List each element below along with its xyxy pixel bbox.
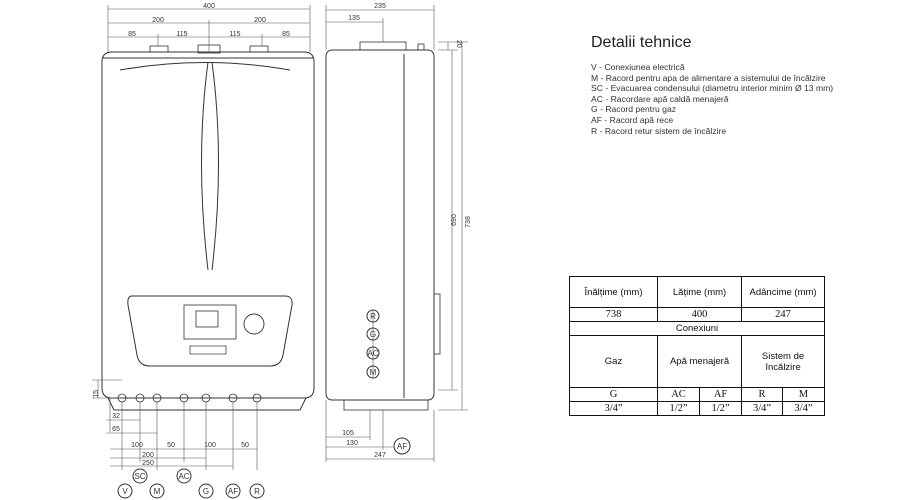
conn-label-V: V [122,487,128,496]
specs-table: Înălțime (mm) Lățime (mm) Adâncime (mm) … [569,276,826,416]
code-ac: AC [656,387,701,402]
dim-side-15: 15 [93,390,100,398]
dim-side-offset: 135 [348,15,360,22]
side-top-flue [359,41,407,51]
brand-logo [189,345,227,355]
legend-item-sc: SC - Evacuarea condensului (diametru int… [591,83,834,94]
value-height: 738 [569,307,658,322]
legend-item-r: R - Racord retur sistem de încălzire [591,125,727,136]
front-view: 400 200 200 85 115 115 85 15 32 65 100 5… [92,3,315,499]
conn-title: Conexiuni [569,321,825,336]
connection-legend: V - Conexiunea electrică M - Racord pent… [591,62,841,136]
control-panel [127,295,293,367]
side-body-outline [325,49,435,401]
value-depth: 247 [741,307,825,322]
dim-side-b1: 105 [342,430,354,437]
size-m: 3/4” [781,401,826,416]
side-conn-label-AC: AC [367,349,378,358]
code-r: R [741,387,783,402]
legend-item-v: V - Conexiunea electrică [591,62,685,72]
dim-half-left: 200 [152,17,164,24]
dim-bottom-100-b: 100 [204,442,216,449]
code-af: AF [699,387,743,402]
control-knob [243,313,265,335]
dim-bottom-250: 250 [142,460,154,467]
dim-value-row: 738 400 247 [569,307,825,322]
dim-seg-4: 85 [282,31,290,38]
dim-side-height-inner: 690 [451,214,458,226]
conn-label-G: G [203,487,209,496]
conn-code-row: G AC AF R M [569,387,826,402]
conn-label-AC: AC [178,472,189,481]
conn-header-row: Gaz Apă menajeră Sistem de încălzire [569,335,825,388]
size-g: 3/4” [569,401,658,416]
dim-bottom-100-a: 100 [131,442,143,449]
code-m: M [781,387,826,402]
conn-label-M: M [154,487,161,496]
conn-size-row: 3/4” 1/2” 1/2” 3/4” 3/4” [569,401,826,416]
conn-header-dhw: Apă menajeră [656,335,743,388]
conn-title-row: Conexiuni [569,321,825,336]
dim-side-b3: 247 [374,452,386,459]
legend-item-m: M - Racord pentru apa de alimentare a si… [591,72,826,83]
dim-side-top-gap: 20 [455,40,462,48]
header-height: Înălțime (mm) [569,276,658,308]
conn-label-R: R [254,487,260,496]
side-view: 235 135 20 690 738 R G AC M AF [325,3,472,462]
front-door-curve [119,62,291,71]
dim-side-b2: 130 [346,440,358,447]
dim-bottom-200: 200 [142,452,154,459]
size-ac: 1/2” [656,401,701,416]
legend-item-ac: AC - Racordare apă caldă menajeră [591,93,729,104]
code-g: G [569,387,658,402]
side-conn-label-G: G [370,330,376,339]
dim-side-32: 32 [112,413,120,420]
size-r: 3/4” [741,401,783,416]
dim-seg-2: 115 [176,31,187,38]
size-af: 1/2” [699,401,743,416]
conn-header-gas: Gaz [569,335,658,388]
conn-header-heating: Sistem de încălzire [741,335,825,388]
dim-half-right: 200 [254,17,266,24]
dim-side-65: 65 [112,426,120,433]
header-depth: Adâncime (mm) [741,276,825,308]
dim-seg-3: 115 [229,31,240,38]
side-conn-label-M: M [370,368,377,377]
side-conn-label-R: R [370,312,376,321]
conn-label-SC: SC [134,472,145,481]
front-connector-labels: V SC M AC G AF R [117,468,265,499]
side-conn-label-AF: AF [397,442,407,451]
page-title: Detalii tehnice [591,34,692,51]
dim-side-height-total: 738 [465,216,472,228]
value-width: 400 [656,307,743,322]
legend-item-g: G - Racord pentru gaz [591,104,677,115]
header-width: Lățime (mm) [656,276,743,308]
dim-side-depth-top: 235 [374,3,386,10]
dim-bottom-50-a: 50 [167,442,175,449]
side-connector-labels: R G AC M AF [366,309,411,455]
display-screen [183,304,237,340]
dim-width-total: 400 [203,3,215,10]
dim-header-row: Înălțime (mm) Lățime (mm) Adâncime (mm) [569,276,825,308]
dim-bottom-50-b: 50 [241,442,249,449]
legend-item-af: AF - Racord apă rece [591,114,674,125]
dim-seg-1: 85 [128,31,136,38]
conn-label-AF: AF [228,487,238,496]
